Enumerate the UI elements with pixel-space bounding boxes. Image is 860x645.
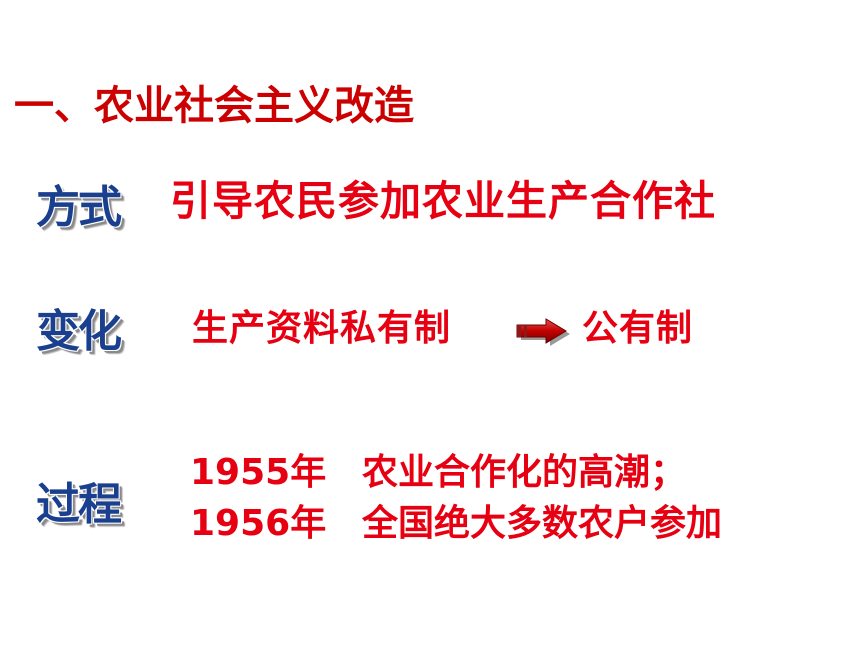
change-from-text: 生产资料私有制 bbox=[192, 308, 452, 349]
process-text: 全国绝大多数农户参加 bbox=[362, 503, 723, 544]
change-to-text: 公有制 bbox=[582, 308, 694, 349]
process-line: 1955年 农业合作化的高潮； bbox=[190, 450, 686, 496]
process-year: 1955年 bbox=[190, 452, 327, 493]
right-arrow-icon bbox=[516, 318, 570, 346]
process-line: 1956年 全国绝大多数农户参加 bbox=[190, 501, 722, 547]
change-label: 变化 bbox=[36, 306, 122, 357]
method-label: 方式 bbox=[36, 182, 122, 233]
slide-title: 一、农业社会主义改造 bbox=[14, 83, 414, 129]
method-text: 引导农民参加农业生产合作社 bbox=[170, 177, 716, 225]
process-label: 过程 bbox=[36, 479, 122, 530]
process-year: 1956年 bbox=[190, 503, 327, 544]
process-text: 农业合作化的高潮； bbox=[362, 452, 687, 493]
